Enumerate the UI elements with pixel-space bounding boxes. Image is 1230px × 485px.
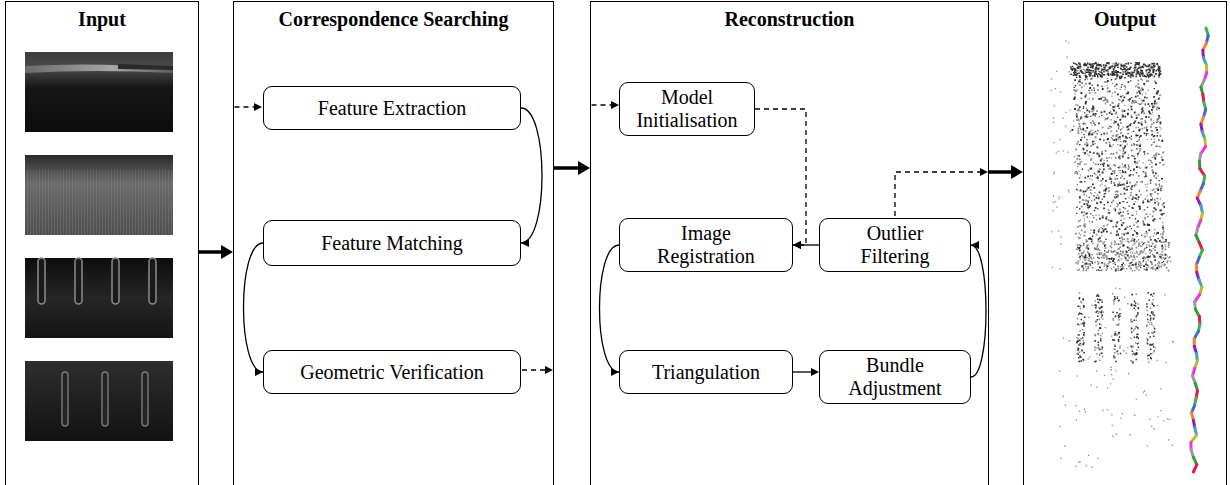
connector-line [600,245,620,372]
flow-arrow [244,243,264,376]
process-box: Bundle Adjustment [819,350,971,404]
arrowhead [811,368,819,376]
stage-title: Correspondence Searching [234,2,553,31]
arrowhead [1011,165,1023,179]
arrowhead [793,241,801,249]
process-box: Geometric Verification [263,350,521,394]
input-image [25,155,173,235]
image-ground [25,52,173,132]
arrowhead [255,368,263,376]
step-label: Feature Extraction [318,97,466,120]
connector-line [199,250,223,254]
arrowhead [521,239,529,247]
input-image [25,258,173,338]
stage-arrow [989,165,1023,179]
arrowhead [971,241,979,249]
stage-arrow [554,161,590,175]
flow-arrow [755,109,806,249]
dashed-arrowheads [254,101,988,374]
image-slot [142,372,148,426]
dashed-line [522,369,546,370]
process-box: Feature Matching [263,220,521,266]
flow-arrow [521,108,542,247]
image-slot [112,258,119,304]
arrowhead [221,245,233,259]
step-label: Triangulation [652,361,760,384]
image-slot [38,258,45,304]
image-slot [102,372,108,426]
camera-pose [1193,465,1196,472]
arrowhead [578,161,590,175]
connector-line [799,244,819,245]
flow-arrow [793,241,819,249]
cloud-points [1070,62,1167,363]
image-texture [25,170,173,235]
step-label: Bundle Adjustment [832,354,958,400]
camera-trajectory [1191,28,1208,472]
input-image [25,52,173,132]
stage-title: Reconstruction [591,2,988,31]
stage-title: Input [6,2,198,31]
connector-line [244,243,264,372]
connector-line [521,108,542,243]
arrowhead [793,241,801,249]
dashed-flow [235,105,983,370]
step-label: Image Registration [632,222,780,268]
flow-arrow [793,368,819,376]
image-band [118,64,173,70]
step-label: Model Initialisation [632,86,742,132]
image-ground [25,155,173,235]
process-box: Model Initialisation [619,82,755,136]
image-slot [62,372,68,426]
stage-panel: Input [5,1,199,485]
arrowhead [254,103,262,111]
arrowhead [980,168,988,176]
step-label: Outlier Filtering [832,222,958,268]
stage-title: Output [1024,2,1226,31]
flow-arrow [971,241,986,377]
arrowhead [611,101,619,109]
stage-panel: Output [1023,1,1227,485]
dashed-line [895,172,982,216]
image-slot [149,258,156,304]
image-slot [75,258,82,304]
step-label: Geometric Verification [300,361,483,384]
process-box: Triangulation [619,350,793,394]
connector-line [971,245,986,377]
connector-line [989,170,1013,174]
dashed-line [592,104,614,105]
process-box: Outlier Filtering [819,218,971,272]
connector-line [755,109,806,245]
dashed-line [235,106,258,107]
image-ground [25,258,173,338]
step-label: Feature Matching [321,232,463,255]
image-ground [25,361,173,441]
arrowhead [545,366,553,374]
stage-arrow [199,245,233,259]
process-box: Feature Extraction [263,86,521,130]
input-image [25,361,173,441]
point-cloud [1050,40,1173,468]
connector-line [793,371,813,372]
cloud-points [1050,40,1173,468]
image-band [25,64,173,73]
stage-panel: ReconstructionModel InitialisationImage … [590,1,989,485]
arrowhead [611,368,619,376]
flow-arrow [600,245,620,376]
process-box: Image Registration [619,218,793,272]
stage-panel: Correspondence SearchingFeature Extracti… [233,1,554,485]
connector-line [554,166,580,170]
